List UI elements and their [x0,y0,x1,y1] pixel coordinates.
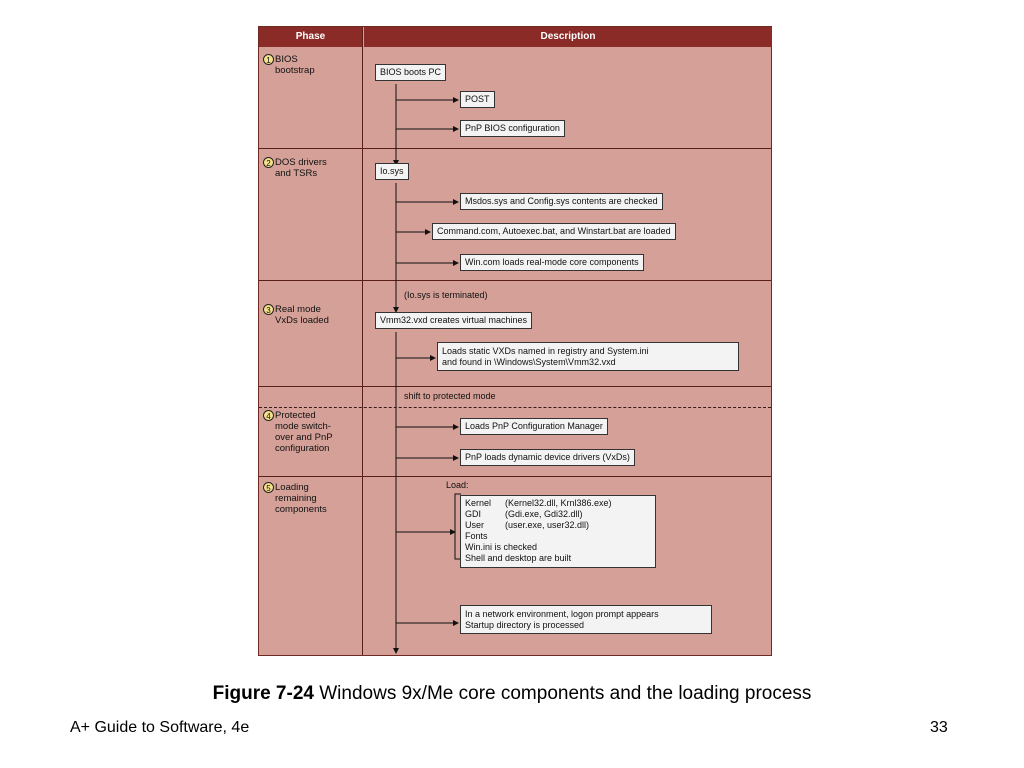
fonts-entry: Fonts [465,531,488,541]
phase-number-badge: 5 [263,482,274,493]
user-entry: User (user.exe, user32.dll) [465,520,651,531]
phase-label-line: BIOS [275,54,298,65]
phase-label-line: DOS drivers [275,157,327,168]
phase-label-line: bootstrap [275,65,315,76]
msdos-box: Msdos.sys and Config.sys contents are ch… [460,193,663,210]
figure-number: Figure 7-24 [212,683,314,704]
io-terminated-label: (Io.sys is terminated) [404,290,488,300]
shift-protected-label: shift to protected mode [404,391,496,401]
column-separator [362,27,363,655]
row-divider [259,386,771,387]
kernel-entry: Kernel (Kernel32.dll, Krnl386.exe) [465,498,651,509]
component-name: Kernel [465,498,492,508]
phase-label-line: Real mode [275,304,321,315]
figure-caption: Figure 7-24 Windows 9x/Me core component… [0,683,1024,705]
component-name: GDI [465,509,482,519]
pnp-dynamic-box: PnP loads dynamic device drivers (VxDs) [460,449,635,466]
slide-number: 33 [930,719,948,736]
phase-label-line: VxDs loaded [275,315,329,326]
command-box: Command.com, Autoexec.bat, and Winstart.… [432,223,676,240]
footer-course-title: A+ Guide to Software, 4e [70,719,250,736]
box-line: In a network environment, logon prompt a… [465,609,659,619]
component-files: (user.exe, user32.dll) [505,520,590,530]
phase-label-line: Loading [275,482,309,493]
phase-label-line: configuration [275,443,330,454]
load-label: Load: [446,480,469,490]
component-name: User [465,520,485,530]
gdi-entry: GDI (Gdi.exe, Gdi32.dll) [465,509,651,520]
phase-label-line: remaining [275,493,317,504]
winini-entry: Win.ini is checked [465,542,538,552]
protected-mode-dashed-line [259,407,771,408]
description-column-header: Description [364,27,772,47]
row-divider [259,476,771,477]
load-bracket [454,493,461,560]
row-divider [259,148,771,149]
wincom-box: Win.com loads real-mode core components [460,254,644,271]
phase-label-line: mode switch- [275,421,331,432]
vmm32-box: Vmm32.vxd creates virtual machines [375,312,533,329]
phase-number-badge: 2 [263,157,274,168]
phase-number-badge: 3 [263,304,274,315]
load-components-box: Kernel (Kernel32.dll, Krnl386.exe) GDI (Gd… [460,495,656,568]
phase-label-line: over and PnP [275,432,333,443]
phase-label-line: Protected [275,410,316,421]
box-line: Loads static VXDs named in registry and … [442,346,649,356]
box-line: and found in \Windows\System\Vmm32.vxd [442,357,616,367]
post-box: POST [460,91,495,108]
pnp-bios-box: PnP BIOS configuration [460,120,565,137]
box-line: Startup directory is processed [465,620,585,630]
component-files: (Kernel32.dll, Krnl386.exe) [505,498,612,508]
phase-number-badge: 1 [263,54,274,65]
shell-entry: Shell and desktop are built [465,553,572,563]
bios-boots-box: BIOS boots PC [375,64,447,81]
network-box: In a network environment, logon prompt a… [460,605,712,634]
phase-label-line: components [275,504,327,515]
phase-column-header: Phase [259,27,362,47]
flow-connectors [393,84,461,654]
component-files: (Gdi.exe, Gdi32.dll) [505,509,583,519]
static-vxd-box: Loads static VXDs named in registry and … [437,342,739,371]
figure-title: Windows 9x/Me core components and the lo… [313,683,812,704]
phase-label-line: and TSRs [275,168,318,179]
phase-number-badge: 4 [263,410,274,421]
row-divider [259,280,771,281]
pnp-config-box: Loads PnP Configuration Manager [460,418,608,435]
io-sys-box: Io.sys [375,163,409,180]
